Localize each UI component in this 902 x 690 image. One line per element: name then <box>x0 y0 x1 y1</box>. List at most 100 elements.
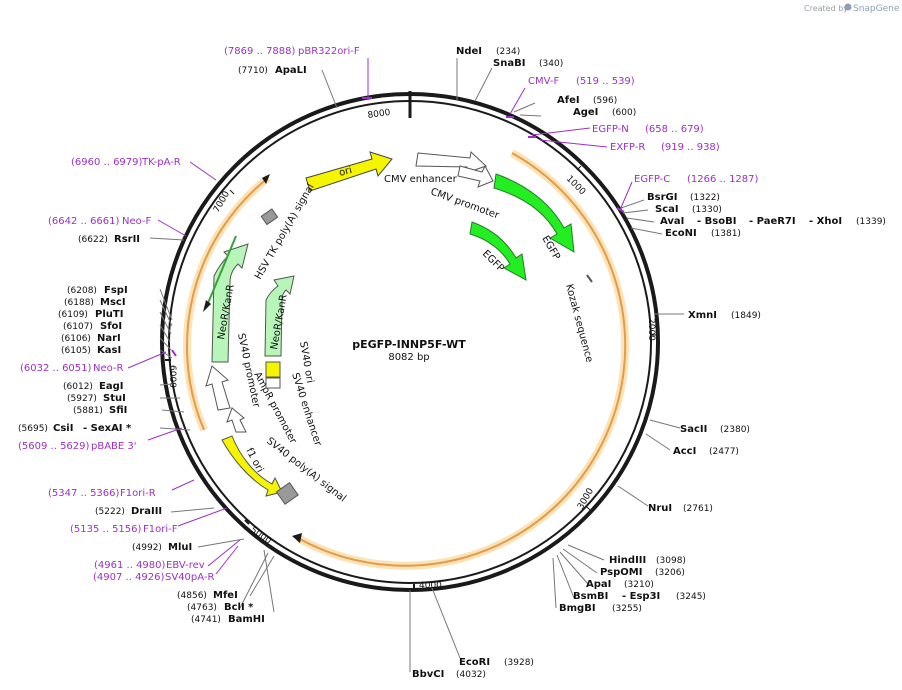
tick-4000: 4000 <box>413 581 442 591</box>
svg-text:F1ori-R: F1ori-R <box>120 488 156 499</box>
primer-pbr322ori-f: (7869 .. 7888)pBR322ori-F <box>224 46 360 57</box>
enzyme-bsmbi: BsmBI <box>573 591 608 602</box>
primer-lines <box>127 58 633 575</box>
svg-text:MfeI: MfeI <box>213 590 238 601</box>
enzyme-sfoi: (6107)SfoI <box>63 321 122 332</box>
svg-text:(6106): (6106) <box>61 334 91 344</box>
svg-text:(2761): (2761) <box>683 504 713 514</box>
svg-text:(3928): (3928) <box>504 658 534 668</box>
enzyme-kasi: (6105)KasI <box>61 345 121 356</box>
svg-text:(6032 .. 6051): (6032 .. 6051) <box>20 363 92 374</box>
svg-text:(6012): (6012) <box>63 382 93 392</box>
egfp-inner-arrow <box>469 221 527 281</box>
svg-text:(6642 .. 6661): (6642 .. 6661) <box>48 216 120 227</box>
orf-arc-main-glow <box>296 149 630 570</box>
snapgene-branding: Created by SnapGene <box>804 3 900 14</box>
enzyme-nari: (6106) NarI <box>61 333 121 344</box>
svg-text:BclI *: BclI * <box>224 602 254 613</box>
svg-text:pBR322ori-F: pBR322ori-F <box>298 46 360 57</box>
svg-text:(340): (340) <box>539 59 563 69</box>
svg-text:(4741): (4741) <box>191 615 221 625</box>
svg-text:(2380): (2380) <box>720 425 750 435</box>
svg-text:(1339): (1339) <box>856 217 886 227</box>
svg-text:(4032): (4032) <box>456 670 486 680</box>
orf-arc-main <box>297 152 627 567</box>
svg-text:CMV promoter: CMV promoter <box>429 186 501 221</box>
svg-text:(3255): (3255) <box>612 604 642 614</box>
svg-text:SfoI: SfoI <box>100 321 122 332</box>
svg-text:RsrII: RsrII <box>114 234 140 245</box>
cmv-enhancer-arrow <box>415 150 487 174</box>
primer-f1ori-f: (5135 .. 5156)F1ori-F <box>70 524 178 535</box>
svg-text:(5927): (5927) <box>67 394 97 404</box>
svg-text:CMV enhancer: CMV enhancer <box>384 174 458 185</box>
svg-text:(4856): (4856) <box>177 591 207 601</box>
svg-text:ApaLI: ApaLI <box>275 65 307 76</box>
svg-text:TK-pA-R: TK-pA-R <box>141 157 181 168</box>
enzyme-avai: AvaI <box>660 216 684 227</box>
enzyme-psppomi: PspOMI(3206) <box>600 567 685 578</box>
svg-text:(1381): (1381) <box>711 229 741 239</box>
svg-text:AvaI: AvaI <box>660 216 684 227</box>
svg-text:ApaI: ApaI <box>586 579 611 590</box>
enzyme-scai: ScaI (1330) <box>655 204 722 215</box>
svg-text:MluI: MluI <box>168 542 192 553</box>
enzyme-bcli: (4763)BclI * <box>187 602 254 613</box>
enzyme-afei: AfeI(596) <box>557 95 617 106</box>
orf-arc-left <box>185 177 269 431</box>
enzyme-nrui: NruI(2761) <box>648 503 713 514</box>
svg-text:(4992): (4992) <box>132 543 162 553</box>
kozak-marker <box>586 274 593 283</box>
svg-text:(6960 .. 6979): (6960 .. 6979) <box>71 157 143 168</box>
svg-text:SV40 promoter: SV40 promoter <box>235 332 262 409</box>
svg-text:(3245): (3245) <box>676 592 706 602</box>
svg-text:BbvCI: BbvCI <box>412 669 444 680</box>
svg-text:F1ori-F: F1ori-F <box>143 524 178 535</box>
svg-text:(596): (596) <box>593 96 617 106</box>
svg-text:(1849): (1849) <box>731 311 761 321</box>
plasmid-length: 8082 bp <box>388 352 429 363</box>
tick-6000: 6000 <box>165 359 177 388</box>
neokanr-direction-arrowhead <box>203 300 211 312</box>
feature-hsv-tk-polya: HSV TK poly(A) signal <box>253 182 317 281</box>
svg-text:(5222): (5222) <box>95 507 125 517</box>
svg-text:PluTI: PluTI <box>95 309 123 320</box>
svg-text:SV40 poly(A) signal: SV40 poly(A) signal <box>264 436 348 505</box>
egfp-outer-arrow <box>493 173 575 253</box>
svg-text:EcoRI: EcoRI <box>459 657 490 668</box>
orf-arc-left-arrowhead <box>262 174 270 184</box>
neokanr-direction-line <box>205 235 237 309</box>
enzyme-bsobi: - BsoBI <box>697 216 736 227</box>
svg-text:(3206): (3206) <box>655 568 685 578</box>
svg-text:DraIII: DraIII <box>131 506 162 517</box>
enzyme-labels: NdeI(234) SnaBI(340) AfeI(596) AgeI(600)… <box>18 46 886 680</box>
svg-text:(1330): (1330) <box>692 205 722 215</box>
svg-text:NarI: NarI <box>97 333 121 344</box>
tick-2000: 2000 <box>646 318 656 341</box>
svg-text:(1266 .. 1287): (1266 .. 1287) <box>687 174 759 185</box>
svg-text:BmgBI: BmgBI <box>559 603 596 614</box>
sv40-promoter-arrow <box>205 365 231 411</box>
svg-text:EXFP-R: EXFP-R <box>610 142 645 153</box>
svg-text:EagI: EagI <box>99 381 123 392</box>
plasmid-name: pEGFP-INNP5F-WT <box>352 338 466 351</box>
svg-text:2000: 2000 <box>646 318 656 341</box>
svg-text:- Esp3I: - Esp3I <box>622 591 660 602</box>
feature-ori: ori <box>305 151 393 192</box>
svg-text:ScaI: ScaI <box>655 204 679 215</box>
svg-text:Neo-F: Neo-F <box>122 216 152 227</box>
primer-egfp-c: EGFP-C(1266 .. 1287) <box>634 174 759 185</box>
svg-text:(1322): (1322) <box>690 193 720 203</box>
enzyme-ndei: NdeI(234) <box>456 46 520 57</box>
primer-tk-pa-r: (6960 .. 6979)TK-pA-R <box>71 157 181 168</box>
svg-text:HSV TK poly(A) signal: HSV TK poly(A) signal <box>253 182 317 281</box>
ori-arrow <box>305 151 393 192</box>
svg-text:(3210): (3210) <box>624 580 654 590</box>
enzyme-mfei: (4856) MfeI <box>177 590 238 601</box>
features: ori CMV enhancer CMV promoter EGFP EGFP … <box>203 150 595 505</box>
svg-text:(3098): (3098) <box>656 556 686 566</box>
svg-text:4000: 4000 <box>419 581 442 591</box>
svg-text:(5695): (5695) <box>18 424 48 434</box>
snapgene-label: SnapGene <box>853 4 900 14</box>
